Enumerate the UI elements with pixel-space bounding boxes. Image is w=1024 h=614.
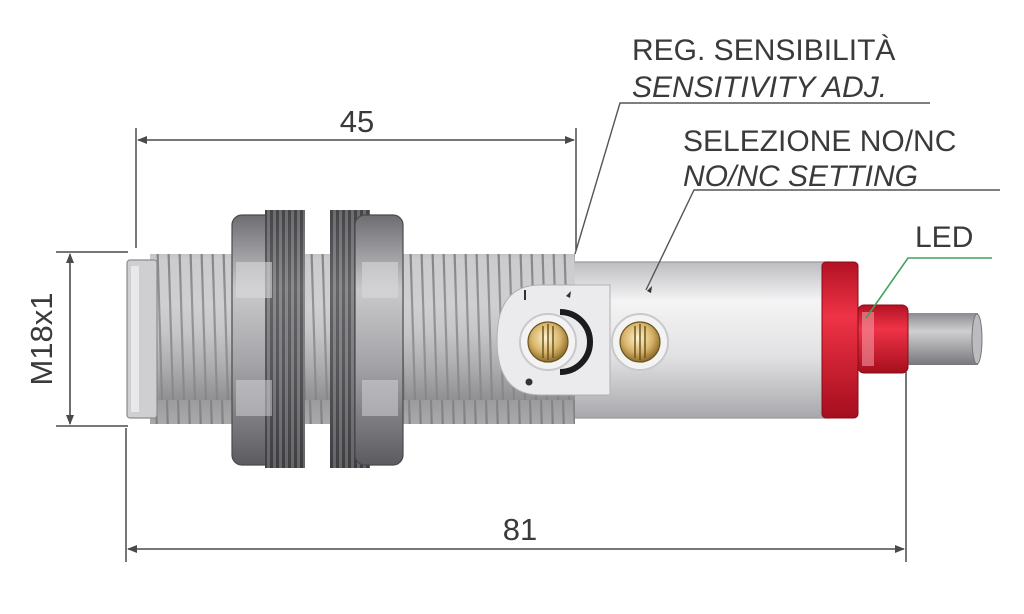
nonc-screw xyxy=(611,286,669,371)
cable-end xyxy=(971,313,983,365)
dimension-m18x1: M18x1 xyxy=(24,251,128,427)
label-sensitivity-en: SENSITIVITY ADJ. xyxy=(632,71,887,104)
lock-nut-right xyxy=(330,210,404,468)
led-ring xyxy=(821,261,859,419)
sensitivity-screw xyxy=(519,290,593,386)
lock-nut-left xyxy=(231,210,305,468)
dimension-45: 45 xyxy=(135,104,577,250)
leader-sensitivity xyxy=(574,102,930,255)
label-nonc-en: NO/NC SETTING xyxy=(683,160,918,193)
callout-leaders xyxy=(574,102,1000,319)
sensitivity-arrow-icon xyxy=(566,291,571,298)
dimension-label-81: 81 xyxy=(503,512,537,547)
label-nonc-it: SELEZIONE NO/NC xyxy=(683,125,956,158)
label-sensitivity-it: REG. SENSIBILITÀ xyxy=(632,34,895,67)
cable-body xyxy=(900,313,978,365)
leader-nonc xyxy=(645,189,1000,291)
dimension-label-m18x1: M18x1 xyxy=(24,292,59,385)
callout-labels: REG. SENSIBILITÀ SENSITIVITY ADJ. SELEZI… xyxy=(632,34,973,254)
sensitivity-scale-arc xyxy=(559,309,593,375)
nut-right-flat xyxy=(354,214,404,466)
dimension-label-45: 45 xyxy=(340,104,374,139)
led-assembly xyxy=(821,261,909,419)
leader-led xyxy=(865,257,992,319)
cable xyxy=(900,313,983,365)
nonc-arrow-icon xyxy=(647,286,652,293)
max-mark-icon xyxy=(525,378,533,386)
label-led: LED xyxy=(915,221,973,254)
dimension-81: 81 xyxy=(125,372,907,562)
